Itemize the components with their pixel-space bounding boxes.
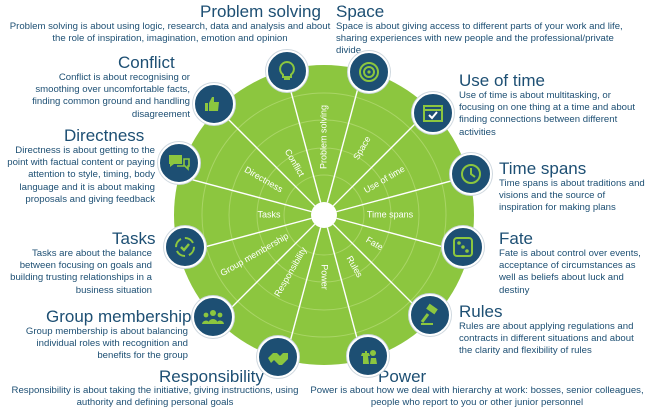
wheel-divider [284,227,322,361]
wheel-divider [332,108,431,207]
wheel-divider [336,175,470,213]
wheel-ring-1 [283,174,365,256]
speech-bubbles-icon [158,142,200,184]
lightbulb-icon [266,50,308,92]
problem-solving-description: Problem solving is about using logic, re… [9,21,331,45]
wheel-ring-4 [201,92,447,338]
fate-title: Fate [499,229,534,248]
group-people-icon [192,296,234,338]
tasks-description: Tasks are about the balance between focu… [10,248,152,296]
tasks-title: Tasks [112,229,156,248]
handshake-icon [257,336,299,378]
group-membership-description: Group membership is about balancing indi… [25,326,188,362]
wheel-label-problem-solving: Problem solving [318,105,328,169]
wheel-label-tasks: Tasks [257,209,281,219]
responsibility-description: Responsibility is about taking the initi… [11,385,299,409]
thumbs-up-down-icon [193,83,235,125]
chess-pieces-icon [347,335,389,377]
wheel-divider [284,69,322,203]
use-of-time-description: Use of time is about multitasking, or fo… [459,90,636,138]
directness-title: Directness [64,126,145,145]
time-spans-description: Time spans is about traditions and visio… [499,178,645,214]
wheel-label-power: Power [320,264,330,290]
space-description: Space is about giving access to differen… [336,21,623,57]
rules-title: Rules [459,302,503,321]
task-cycle-icon [164,226,206,268]
dice-icon [442,226,484,268]
wheel-divider [326,69,364,203]
calendar-check-icon [412,92,454,134]
space-title: Space [336,2,385,21]
responsibility-title: Responsibility [159,367,264,386]
problem-solving-title: Problem solving [200,2,321,21]
wheel-label-time-spans: Time spans [367,209,414,219]
wheel-ring-3 [228,119,420,311]
group-membership-title: Group membership [46,307,192,326]
power-title: Power [378,367,427,386]
use-of-time-title: Use of time [459,71,545,90]
time-spans-title: Time spans [499,159,587,178]
fate-description: Fate is about control over events, accep… [499,248,641,296]
wheel-divider [178,175,312,213]
wheel-center-hole [311,202,337,228]
wheel-divider [217,223,316,322]
power-description: Power is about how we deal with hierarch… [310,385,644,409]
conflict-title: Conflict [118,53,175,72]
rules-description: Rules are about applying regulations and… [459,321,634,357]
gavel-icon [409,294,451,336]
conflict-description: Conflict is about recognising or smoothi… [32,72,190,120]
directness-description: Directness is about getting to the point… [7,145,155,205]
wheel-divider [217,108,316,207]
wheel-ring-2 [256,147,392,283]
clock-icon [450,153,492,195]
globe-radar-icon [348,51,390,93]
